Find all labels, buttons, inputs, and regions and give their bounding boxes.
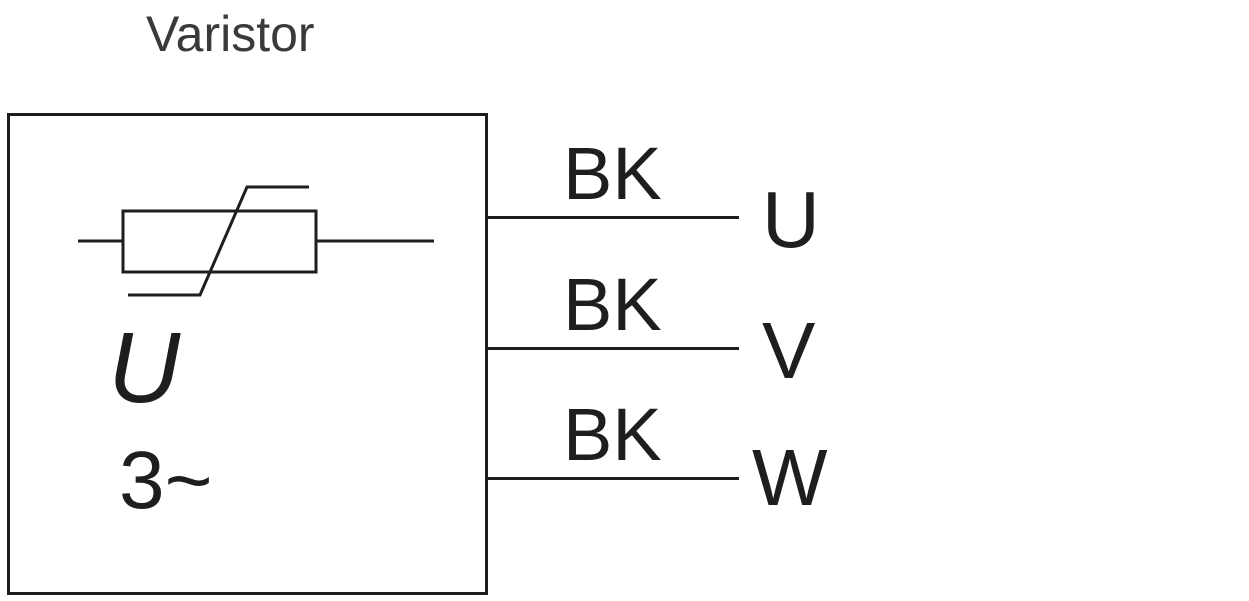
wire-color-label: BK	[563, 263, 662, 346]
wire-color-label: BK	[563, 393, 662, 476]
diagram-title: Varistor	[146, 6, 315, 62]
device-box	[7, 113, 488, 595]
terminal-label-u: U	[762, 175, 820, 264]
terminal-label-v: V	[762, 306, 816, 395]
voltage-symbol: U	[108, 312, 181, 424]
terminal-label-w: W	[752, 433, 828, 522]
wire-w	[485, 477, 739, 480]
wire-color-label: BK	[563, 132, 662, 215]
phase-label: 3~	[119, 435, 213, 526]
wire-u	[485, 216, 739, 219]
wire-v	[485, 347, 739, 350]
